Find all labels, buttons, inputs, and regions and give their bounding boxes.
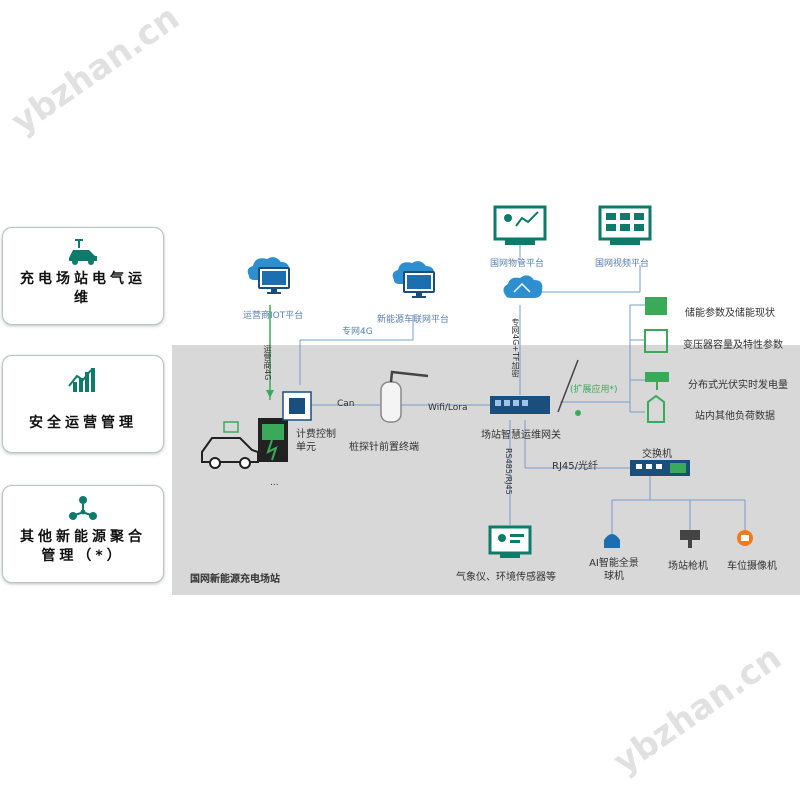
label-rs485: RS485/RJ45: [504, 448, 513, 495]
panel-card-safety[interactable]: 安全运营管理: [2, 355, 164, 453]
probe-terminal-icon: [380, 370, 429, 423]
label-nev-network: 新能源车联网平台: [377, 315, 450, 325]
chip-icon: [282, 391, 312, 421]
label-operator-iot: 运营商IOT平台: [243, 311, 304, 321]
label-right-item: 储能参数及储能现状: [685, 308, 775, 319]
weather-sensor-icon: [488, 525, 532, 558]
panel-card-label: 安全运营管理: [29, 415, 137, 431]
label-rj45-fiber: RJ45/光纤: [552, 461, 598, 472]
cloud-nev-icon: [391, 260, 436, 299]
ai-dome-camera-icon: [604, 534, 620, 548]
label-billing-unit: 计费控制单元: [296, 429, 336, 453]
label-sgcc-iot: 国网物管平台: [490, 259, 545, 269]
label-parking-camera: 车位摄像机: [727, 561, 777, 572]
zone-label: 国网新能源充电场站: [190, 574, 280, 585]
bar-chart-icon: [68, 368, 95, 392]
power-tower-icon: [647, 394, 665, 423]
station-zone: [172, 345, 800, 595]
panel-card-aggregation[interactable]: 其他新能源聚合管理（*）: [2, 485, 164, 583]
switch-icon: [630, 460, 690, 476]
bullet-camera-icon: [680, 530, 700, 548]
label-wifi-lora: Wifi/Lora: [428, 403, 468, 413]
label-sgcc-video: 国网视频平台: [595, 259, 650, 269]
panel-card-ev-maintenance[interactable]: 充电场站电气运维: [2, 227, 164, 325]
network-nodes-icon: [69, 496, 97, 520]
battery-storage-icon: [645, 297, 667, 315]
solar-panel-icon: [645, 372, 669, 390]
label-weather-sensor: 气象仪、环境传感器等: [456, 572, 556, 583]
cloud-gateway-icon: [503, 275, 543, 298]
label-extended: (扩展应用*): [570, 385, 618, 395]
ev-charging-icon: [201, 418, 288, 469]
label-right-item: 站内其他负荷数据: [695, 411, 775, 422]
label-right-item: 变压器容量及特性参数: [683, 340, 783, 351]
transformer-icon: [644, 329, 668, 353]
label-operator-4g: 运营商4G: [263, 345, 272, 381]
cloud-operator-iot-icon: [246, 256, 291, 295]
label-can: Can: [337, 399, 355, 409]
label-ai-camera: AI智能全景球机: [589, 558, 639, 582]
label-private-4g: 专网4G: [342, 327, 373, 337]
label-right-item: 分布式光伏实时发电量: [688, 380, 788, 391]
parking-camera-icon: [737, 530, 753, 546]
label-station-camera: 场站枪机: [668, 561, 708, 572]
gateway-icon: [490, 359, 581, 416]
panel-card-label: 充电场站电气运维: [20, 271, 146, 306]
label-ellipsis: ...: [270, 478, 279, 488]
monitor-sgcc-video-icon: [598, 205, 652, 245]
ev-car-icon: [69, 239, 97, 265]
label-pile-probe: 桩探针前置终端: [349, 442, 419, 453]
label-switch: 交换机: [642, 449, 672, 460]
label-gateway: 场站智慧运维网关: [481, 430, 561, 441]
panel-card-label: 其他新能源聚合管理（*）: [20, 529, 146, 564]
monitor-sgcc-iot-icon: [493, 205, 547, 245]
label-private-4g-encrypted: 专网4G+TF加密: [511, 318, 520, 378]
